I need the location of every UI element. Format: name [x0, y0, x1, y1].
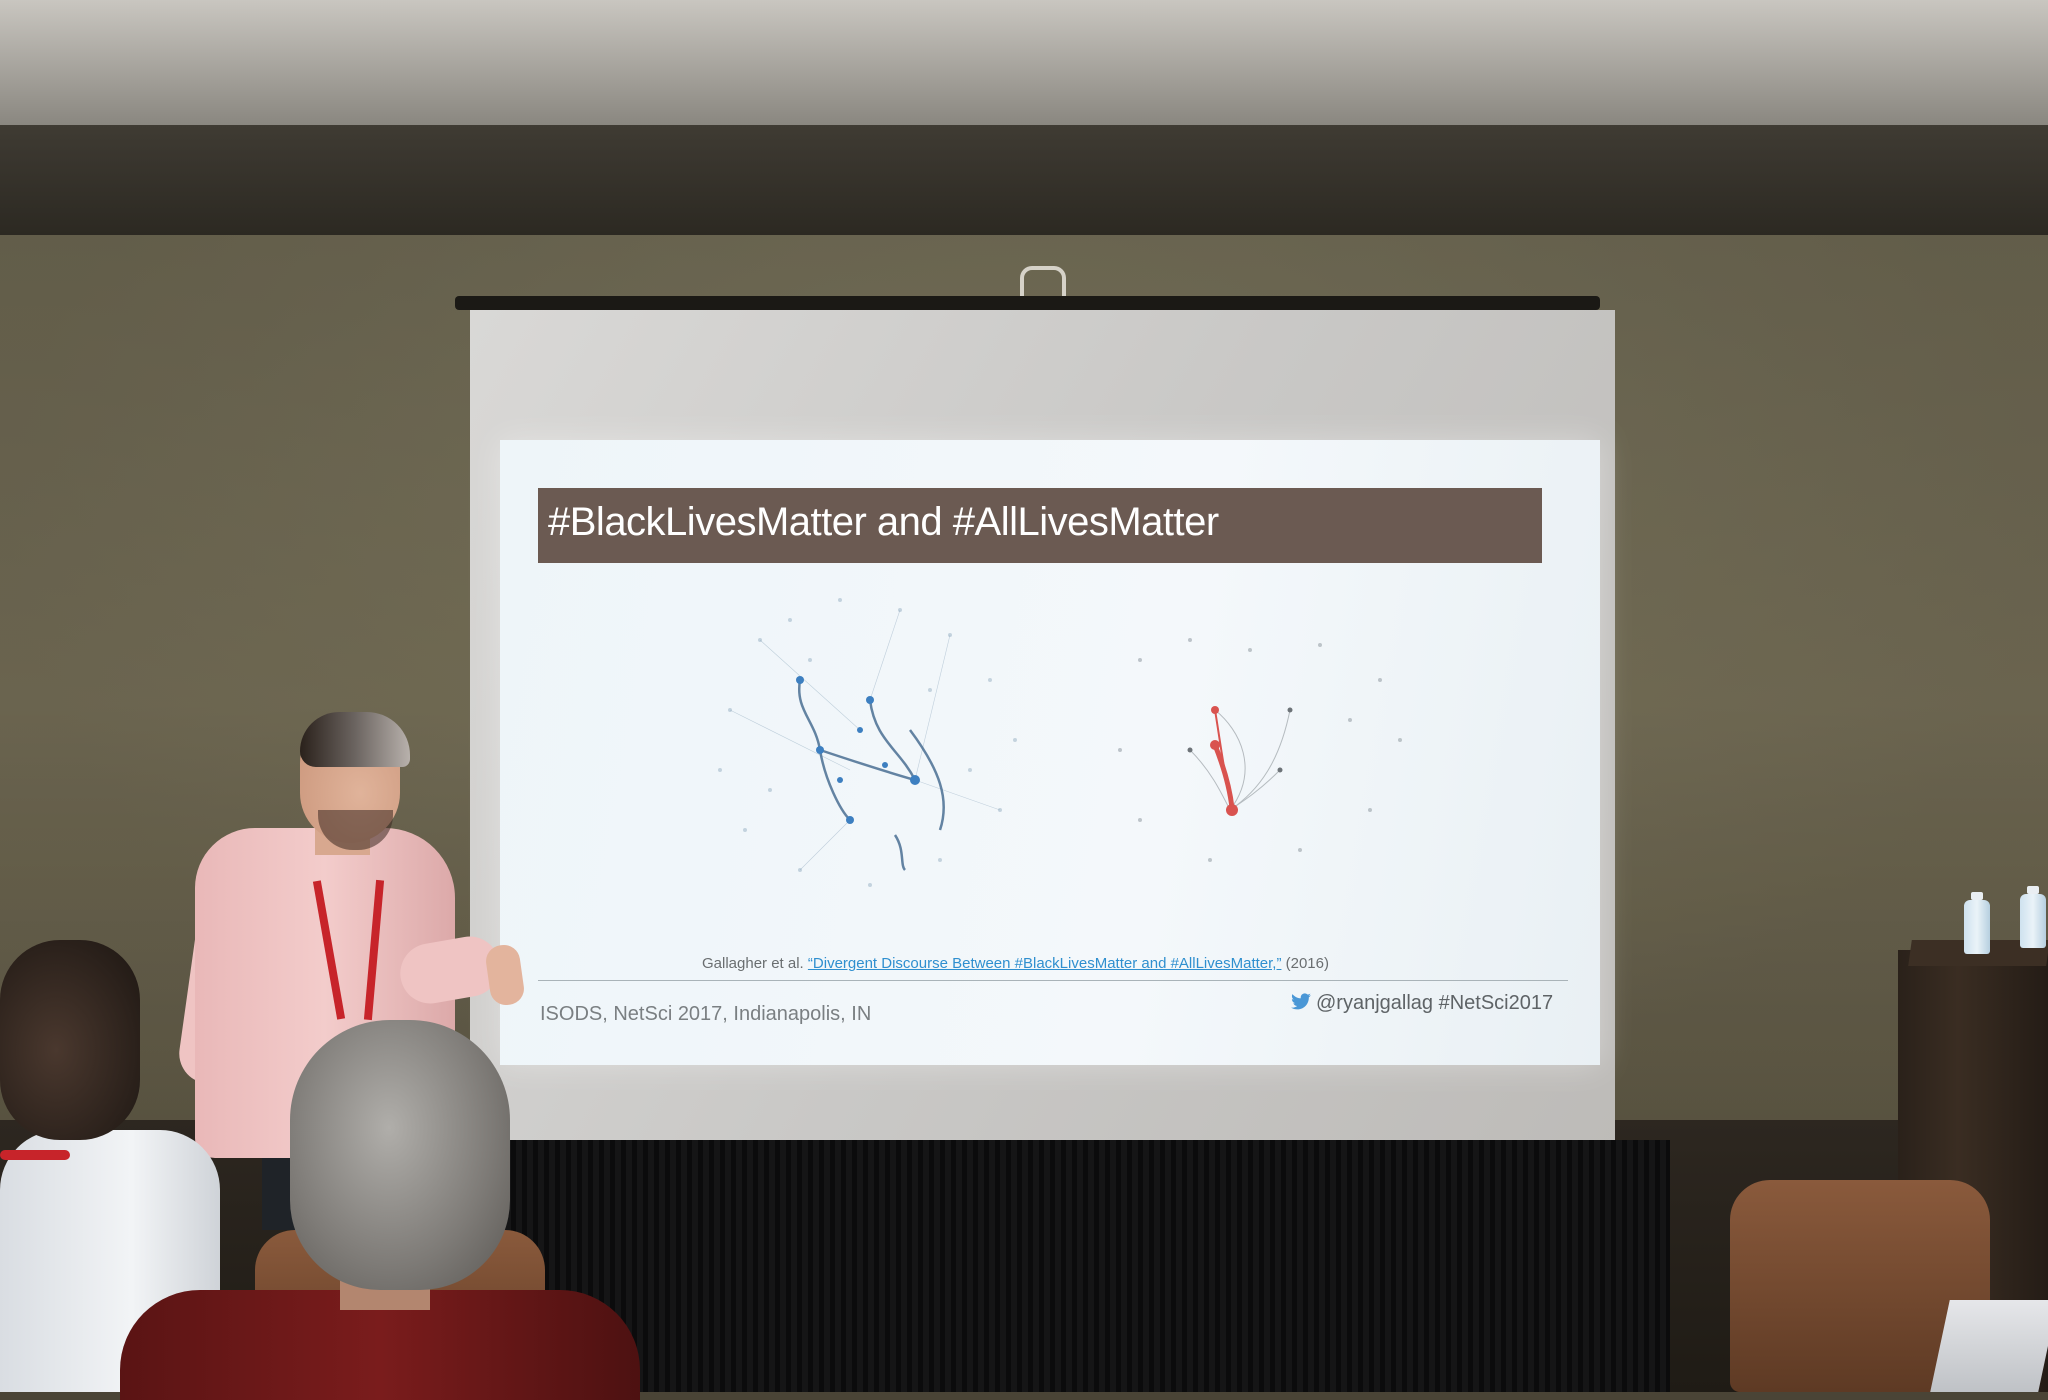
laptop [1930, 1300, 2048, 1392]
audience-member-left-head [0, 940, 140, 1140]
bottle-cap [2027, 886, 2039, 894]
soffit [0, 125, 2048, 235]
twitter-icon [1291, 993, 1311, 1010]
slide-citation: Gallagher et al. “Divergent Discourse Be… [702, 955, 1329, 972]
lanyard [0, 1150, 70, 1160]
footer-rule [538, 980, 1568, 981]
blacklivesmatter-network-graph [718, 598, 1017, 887]
audience-member-center-head [290, 1020, 510, 1290]
stage-skirt [500, 1140, 1670, 1392]
screen-hook [1020, 266, 1066, 296]
citation-authors: Gallagher et al. [702, 955, 808, 972]
slide-title: #BlackLivesMatter and #AllLivesMatter [548, 500, 1219, 544]
footer-handle: @ryanjgallag #NetSci2017 [1290, 992, 1553, 1015]
water-bottle [2020, 894, 2046, 948]
screen-housing [455, 296, 1600, 310]
water-bottle [1964, 900, 1990, 954]
alllivesmatter-network-graph [1118, 638, 1402, 862]
presenter-hair [300, 712, 410, 767]
citation-year: (2016) [1281, 955, 1329, 972]
citation-link[interactable]: “Divergent Discourse Between #BlackLives… [807, 955, 1282, 972]
bottle-cap [1971, 892, 1983, 900]
footer-event: ISODS, NetSci 2017, Indianapolis, IN [540, 1003, 872, 1025]
ceiling [0, 0, 2048, 125]
footer-handle-text: @ryanjgallag #NetSci2017 [1316, 992, 1554, 1014]
slide-title-bar [538, 488, 1542, 563]
